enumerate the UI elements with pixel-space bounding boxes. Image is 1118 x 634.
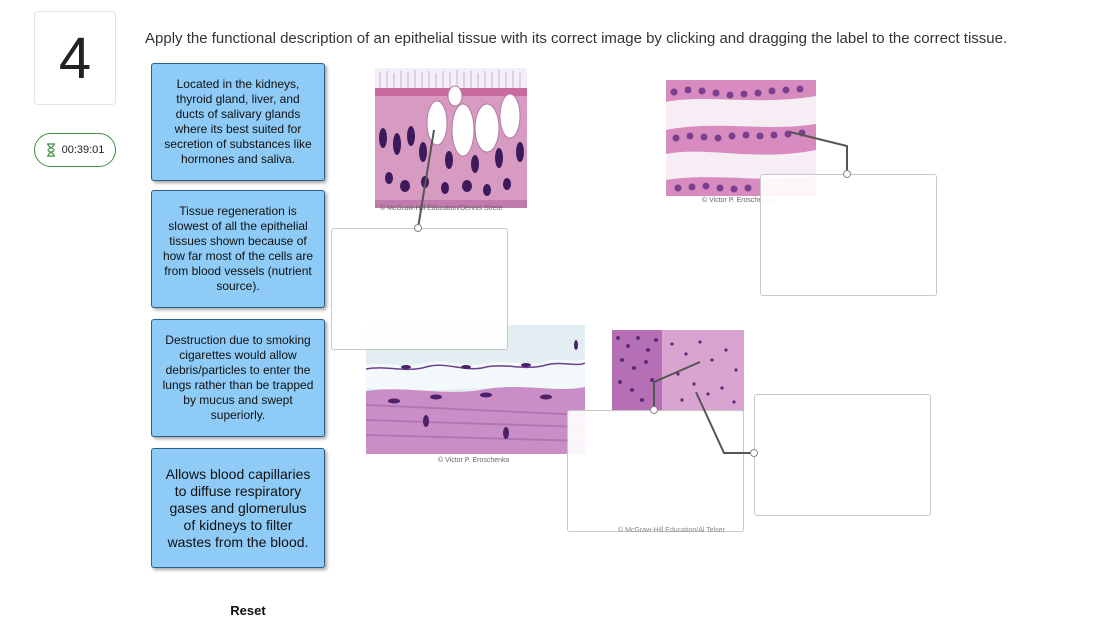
drop-target-squamous[interactable] xyxy=(567,410,744,532)
drag-label-diffusion[interactable]: Allows blood capillaries to diffuse resp… xyxy=(151,448,325,568)
drag-label-regeneration[interactable]: Tissue regeneration is slowest of all th… xyxy=(151,190,325,308)
question-number: 4 xyxy=(58,25,92,91)
timer: 00:39:01 xyxy=(34,133,116,167)
drag-label-text: Tissue regeneration is slowest of all th… xyxy=(162,204,314,293)
image-credit: © McGraw-Hill Education/Al Telser xyxy=(618,527,725,534)
drag-label-secretion[interactable]: Located in the kidneys, thyroid gland, l… xyxy=(151,63,325,181)
drop-target-cuboidal[interactable] xyxy=(760,174,937,296)
image-credit: © Victor P. Eroschenko xyxy=(438,457,510,464)
drag-label-smoking[interactable]: Destruction due to smoking cigarettes wo… xyxy=(151,319,325,437)
drop-target-pseudostratified[interactable] xyxy=(331,228,508,350)
drop-target-stratified[interactable] xyxy=(754,394,931,516)
question-instructions: Apply the functional description of an e… xyxy=(145,30,1008,47)
drag-label-text: Destruction due to smoking cigarettes wo… xyxy=(162,333,314,422)
drag-label-text: Allows blood capillaries to diffuse resp… xyxy=(165,465,311,550)
pseudostratified-tissue-image xyxy=(375,68,527,208)
stratified-tissue-image xyxy=(612,330,744,412)
question-number-box: 4 xyxy=(34,11,116,105)
drag-label-text: Located in the kidneys, thyroid gland, l… xyxy=(164,77,312,166)
image-credit: © Victor P. Eroschenko xyxy=(702,197,774,204)
image-credit: © McGraw-Hill Education/Dennis Strete xyxy=(380,205,503,212)
reset-button[interactable]: Reset xyxy=(216,600,280,620)
timer-value: 00:39:01 xyxy=(61,144,105,156)
hourglass-icon xyxy=(46,143,55,157)
